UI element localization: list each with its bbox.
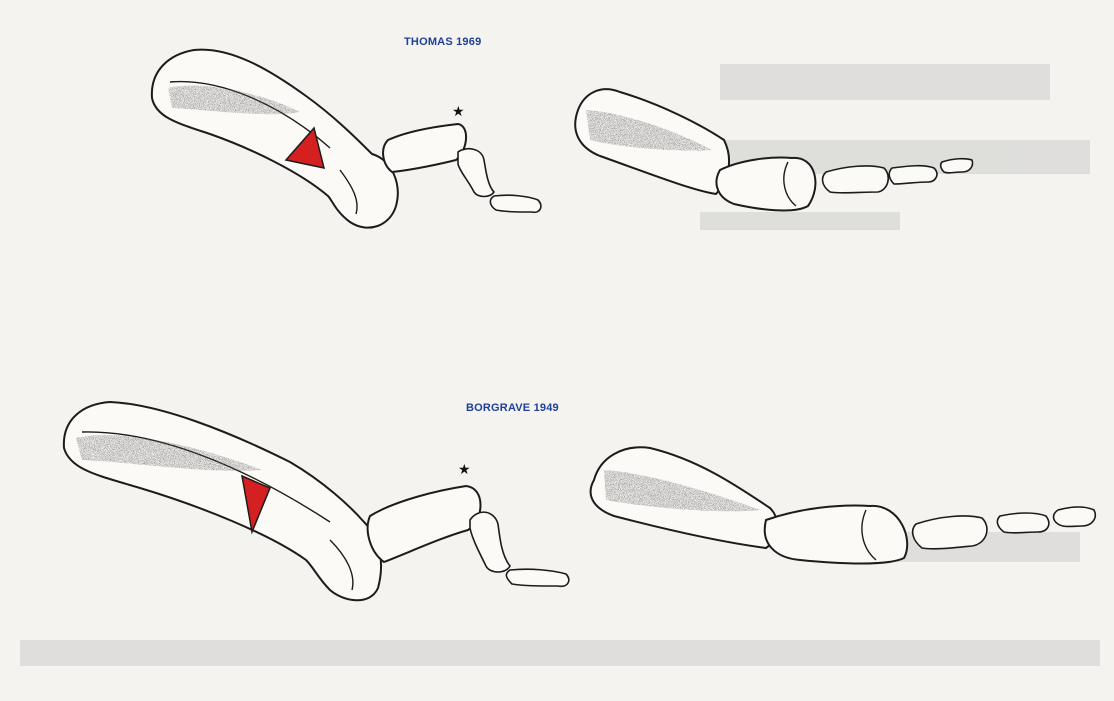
star-marker-bottom: ★ [458, 462, 471, 478]
top-dorsal-metatarsal [575, 89, 730, 194]
caption-thomas-1969: THOMAS 1969 [404, 36, 481, 48]
bottom-dorsal-metatarsal [591, 447, 778, 548]
caption-borgrave-1949: BORGRAVE 1949 [466, 402, 559, 414]
bottom-lateral-phalanges: ★ [368, 462, 569, 586]
top-lateral-phalanges: ★ [383, 104, 541, 212]
bottom-lateral-metatarsal [60, 402, 381, 600]
top-lateral-metatarsal [150, 50, 398, 228]
star-marker-top: ★ [452, 104, 465, 120]
